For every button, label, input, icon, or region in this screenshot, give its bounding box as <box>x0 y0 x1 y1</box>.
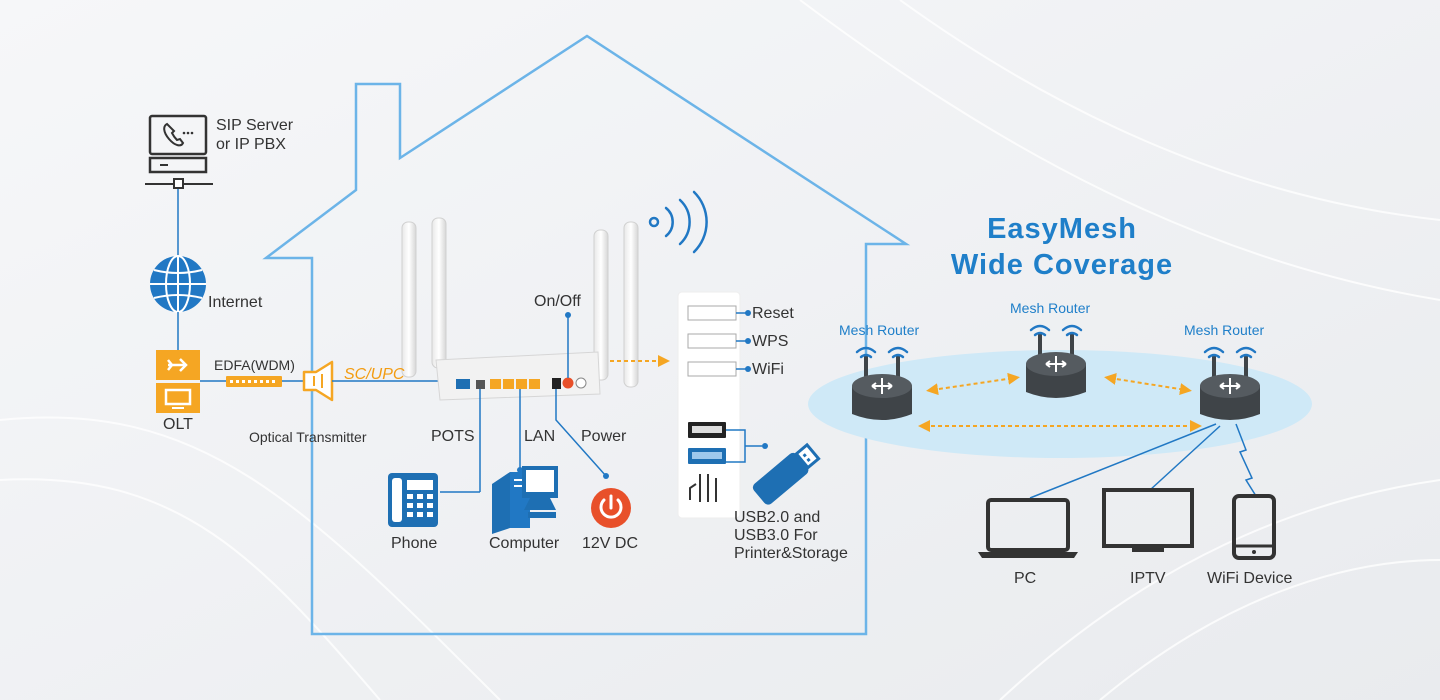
wps-label: WPS <box>752 333 789 350</box>
mesh-router-right-icon <box>1200 346 1260 420</box>
mesh-title-line2: Wide Coverage <box>950 249 1174 281</box>
sc-upc-label: SC/UPC <box>344 366 405 383</box>
router-side-panel <box>677 291 741 519</box>
usb-stick-icon <box>752 442 821 505</box>
tv-icon <box>1102 488 1194 552</box>
dc-label: 12V DC <box>582 535 639 552</box>
on-off-label: On/Off <box>534 293 581 310</box>
mesh-router-left-label: Mesh Router <box>839 322 920 338</box>
mesh-title-line1: EasyMesh <box>987 213 1137 245</box>
laptop-icon <box>978 498 1078 558</box>
mesh-router-center-label: Mesh Router <box>1010 300 1091 316</box>
ip-pbx-label: or IP PBX <box>216 136 286 153</box>
usb-label-line3: Printer&Storage <box>734 545 848 562</box>
olt-icon <box>156 350 200 413</box>
smartphone-icon <box>1232 494 1276 560</box>
wifi-device-label: WiFi Device <box>1207 570 1293 587</box>
wifi-button-label: WiFi <box>752 361 784 378</box>
iptv-label: IPTV <box>1130 570 1166 587</box>
power-label: Power <box>581 428 627 445</box>
phone-label: Phone <box>391 535 438 552</box>
olt-label: OLT <box>163 416 193 433</box>
optical-transmitter-label: Optical Transmitter <box>249 429 367 445</box>
house-outline <box>262 34 911 636</box>
phone-icon <box>388 473 438 527</box>
pots-label: POTS <box>431 428 475 445</box>
computer-icon <box>492 466 558 534</box>
usb-label-line2: USB3.0 For <box>734 527 818 544</box>
optical-transmitter-icon <box>302 360 334 402</box>
edfa-label: EDFA(WDM) <box>214 357 295 373</box>
power-icon <box>591 488 631 528</box>
internet-label: Internet <box>208 294 263 311</box>
usb-label-line1: USB2.0 and <box>734 509 821 526</box>
mesh-router-right-label: Mesh Router <box>1184 322 1265 338</box>
lan-label: LAN <box>524 428 556 445</box>
edfa-icon <box>226 376 282 387</box>
mesh-router-center-icon <box>1026 324 1086 398</box>
reset-label: Reset <box>752 305 794 322</box>
wifi-signal-icon <box>648 190 708 254</box>
globe-icon <box>150 255 206 313</box>
router-device <box>401 217 639 401</box>
pc-label: PC <box>1014 570 1037 587</box>
sip-server-label: SIP Server <box>216 117 294 134</box>
mesh-router-left-icon <box>852 346 912 420</box>
sip-server-icon <box>145 114 213 189</box>
computer-label: Computer <box>489 535 560 552</box>
